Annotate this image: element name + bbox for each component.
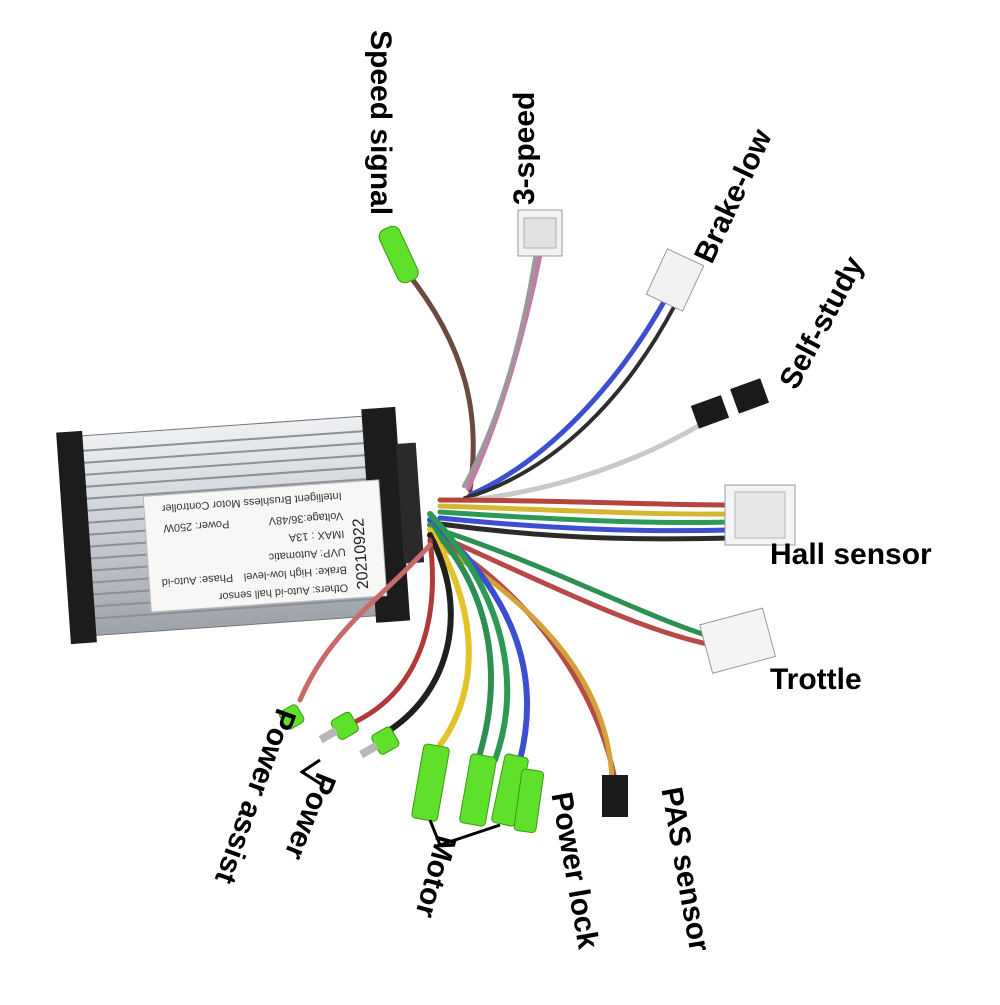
throttle-connector [699,607,777,674]
brake-low-connector [645,248,705,312]
wire-hall-green [437,509,733,526]
power-assist-connector [279,704,305,730]
controller-power-text: Power: 250W [162,517,229,534]
three-speed-connector [517,209,563,257]
wire-speed-signal [402,267,476,493]
controller-date-text: 20210922 [350,518,372,590]
hall-sensor-connector [724,484,796,546]
arrow-motor [428,819,501,847]
pas-sensor-connector [602,775,628,817]
wire-throttle-green [437,527,718,641]
wire-throttle-red [437,533,715,648]
wire-power-assist [297,542,433,703]
arrow-power [299,758,325,788]
wire-hall-yellow [437,503,733,517]
label-hall-sensor: Hall sensor [770,538,932,571]
wire-self-study [467,422,703,503]
connectors [279,209,796,834]
wire-power-lock-green [427,511,511,763]
controller-uvp-text: UVP: Automatic [268,545,346,562]
motor-connector [411,743,497,827]
wire-motor-yellow [427,527,472,748]
wire-brake-black [463,303,677,500]
power-connector [318,711,400,759]
wire-brake-blue [467,297,668,498]
wire-harness [297,252,733,785]
self-study-connector [690,378,770,429]
wire-hall-red [437,497,733,508]
motor-controller-body: Others: Auto-id hall sensor Brake: High … [56,406,425,645]
controller-spec-label: Others: Auto-id hall sensor Brake: High … [142,479,388,613]
wire-motor-black [387,532,454,733]
label-trottle: Trottle [770,663,862,696]
wire-3speed-grey [462,256,537,488]
wire-hall-black [437,521,733,542]
wire-motor-green [427,522,494,763]
controller-imax-text: IMAX : 13A [288,527,345,543]
controller-phase-text: Phase: Auto-id [161,571,233,588]
label-speed-signal: Speed signal [364,30,397,216]
label-3-speed: 3-speed [508,91,541,205]
power-lock-connector [491,753,545,834]
controller-voltage-text: Voltage:36/48V [268,509,344,526]
wire-hall-blue [437,515,733,534]
wire-power-red [352,537,435,725]
speed-signal-connector [378,225,419,284]
